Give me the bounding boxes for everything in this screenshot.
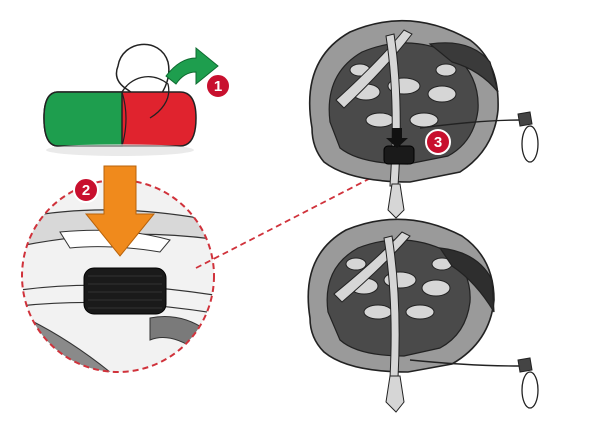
step-badge: 3 [425,129,451,155]
step-number: 2 [82,182,90,199]
step-number: 3 [434,134,442,151]
green-arrow-icon [165,46,219,86]
pad-placed [83,267,167,315]
orange-arrow-icon [84,165,156,257]
pad-icon [43,43,197,156]
helmet-icon [308,19,539,219]
zoom-connector-line [195,165,395,269]
step-badge: 2 [73,177,99,203]
helmet-icon [307,218,539,413]
step-number: 1 [214,78,222,95]
step-badge: 1 [205,73,231,99]
